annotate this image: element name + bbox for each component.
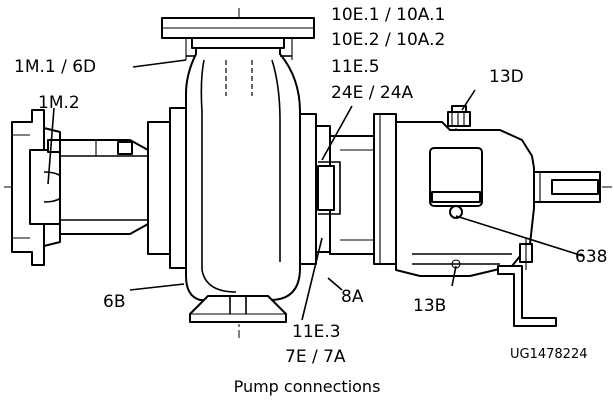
bearing-frame-flange — [373, 113, 397, 265]
suction-flange — [11, 109, 67, 266]
label-638: 638 — [575, 247, 607, 267]
label-24e-24a: 24E / 24A — [331, 83, 414, 103]
label-10e1-10a1: 10E.1 / 10A.1 — [331, 5, 445, 25]
bearing-frame — [395, 121, 535, 277]
label-13d: 13D — [489, 67, 524, 87]
label-1m2: 1M.2 — [38, 93, 80, 113]
label-11e5: 11E.5 — [331, 57, 380, 77]
figure-caption: Pump connections — [234, 377, 381, 396]
label-8a: 8A — [341, 287, 364, 307]
label-6b: 6B — [103, 292, 125, 312]
volute-casing — [185, 43, 301, 301]
label-1m1-6d: 1M.1 / 6D — [14, 57, 96, 77]
label-7e-7a: 7E / 7A — [285, 347, 346, 367]
leader-lines — [47, 59, 584, 321]
support-bracket — [497, 238, 557, 327]
discharge-nozzle — [161, 17, 315, 60]
label-11e3: 11E.3 — [292, 322, 341, 342]
vent-plug — [447, 105, 471, 127]
casing-flange — [147, 107, 187, 269]
casing-foot — [189, 295, 287, 323]
figure-id: UG1478224 — [510, 347, 588, 362]
casing-cover — [299, 113, 375, 265]
label-13b: 13B — [413, 296, 446, 316]
suction-nozzle — [47, 139, 149, 235]
label-10e2-10a2: 10E.2 / 10A.2 — [331, 30, 445, 50]
shaft — [533, 171, 601, 203]
